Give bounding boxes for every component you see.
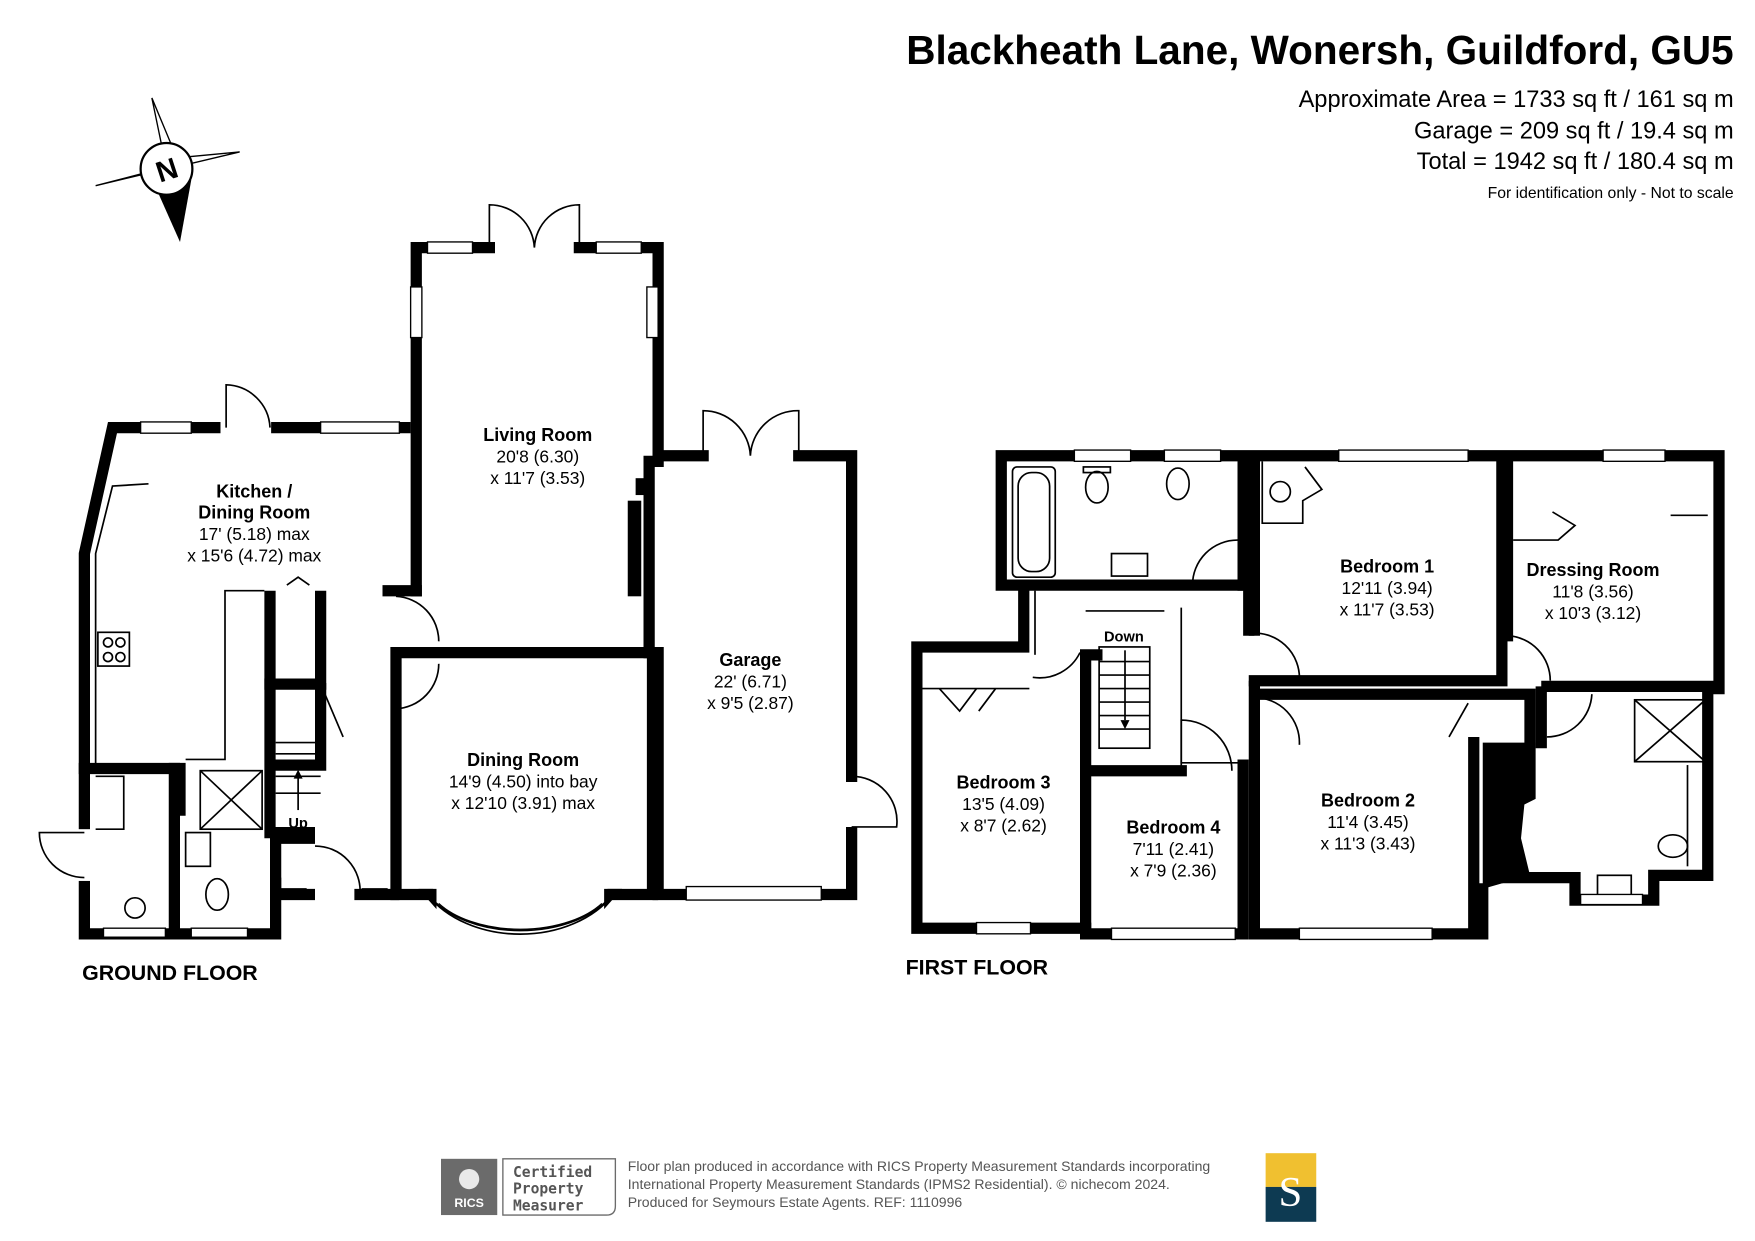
svg-text:Bedroom 3: Bedroom 3 — [956, 773, 1050, 793]
approx-area: Approximate Area = 1733 sq ft / 161 sq m — [1299, 87, 1734, 113]
svg-text:11'8 (3.56): 11'8 (3.56) — [1552, 581, 1633, 601]
svg-text:14'9 (4.50) into bay: 14'9 (4.50) into bay — [449, 772, 598, 792]
svg-text:x 8'7 (2.62): x 8'7 (2.62) — [960, 815, 1047, 835]
svg-text:Dressing Room: Dressing Room — [1526, 560, 1659, 580]
svg-text:S: S — [1278, 1169, 1302, 1216]
svg-text:12'11 (3.94): 12'11 (3.94) — [1342, 578, 1433, 598]
stairs-up-label: Up — [288, 816, 308, 832]
garage-area: Garage = 209 sq ft / 19.4 sq m — [1414, 118, 1734, 144]
svg-text:Bedroom 4: Bedroom 4 — [1126, 818, 1220, 838]
total-area: Total = 1942 sq ft / 180.4 sq m — [1417, 149, 1734, 175]
svg-text:13'5 (4.09): 13'5 (4.09) — [962, 794, 1045, 814]
property-title: Blackheath Lane, Wonersh, Guildford, GU5 — [906, 27, 1733, 73]
ground-floor-plan: Up — [33, 203, 898, 940]
svg-text:Bedroom 2: Bedroom 2 — [1321, 791, 1415, 811]
svg-text:x 10'3 (3.12): x 10'3 (3.12) — [1545, 603, 1641, 623]
first-floor-label: FIRST FLOOR — [906, 955, 1048, 979]
svg-text:17' (5.18) max: 17' (5.18) max — [199, 524, 310, 544]
svg-text:7'11 (2.41): 7'11 (2.41) — [1133, 839, 1214, 859]
svg-text:Bedroom 1: Bedroom 1 — [1340, 557, 1434, 577]
first-floor-plan: Down — [911, 449, 1725, 941]
compass-icon: N — [95, 97, 240, 242]
room-bedroom-4: Bedroom 4 7'11 (2.41) x 7'9 (2.36) — [1126, 818, 1220, 881]
footer-line-1: Floor plan produced in accordance with R… — [628, 1158, 1210, 1174]
footer-line-3: Produced for Seymours Estate Agents. REF… — [628, 1194, 963, 1210]
room-dressing-room: Dressing Room 11'8 (3.56) x 10'3 (3.12) — [1526, 560, 1659, 623]
svg-text:x 7'9 (2.36): x 7'9 (2.36) — [1130, 860, 1217, 880]
svg-text:x 11'3 (3.43): x 11'3 (3.43) — [1320, 833, 1415, 853]
svg-text:Kitchen /: Kitchen / — [216, 481, 292, 501]
svg-text:Garage: Garage — [719, 650, 781, 670]
room-kitchen-dining: Kitchen / Dining Room 17' (5.18) max x 1… — [187, 481, 321, 565]
svg-text:Measurer: Measurer — [513, 1198, 584, 1215]
room-bedroom-1: Bedroom 1 12'11 (3.94) x 11'7 (3.53) — [1340, 557, 1435, 620]
svg-text:Property: Property — [513, 1181, 584, 1198]
svg-text:Certified: Certified — [513, 1164, 592, 1181]
stairs-down-label: Down — [1104, 629, 1144, 645]
room-bedroom-3: Bedroom 3 13'5 (4.09) x 8'7 (2.62) — [956, 773, 1050, 836]
disclaimer: For identification only - Not to scale — [1488, 185, 1734, 202]
svg-text:x 11'7 (3.53): x 11'7 (3.53) — [1340, 599, 1435, 619]
svg-text:RICS: RICS — [454, 1196, 484, 1210]
rics-logo: RICS — [441, 1158, 498, 1216]
svg-text:x 12'10 (3.91) max: x 12'10 (3.91) max — [451, 793, 595, 813]
first-floor-stairs: Down — [1085, 610, 1165, 750]
svg-text:Dining Room: Dining Room — [198, 503, 310, 523]
svg-text:Dining Room: Dining Room — [467, 750, 579, 770]
svg-text:11'4 (3.45): 11'4 (3.45) — [1327, 812, 1408, 832]
svg-text:x 11'7 (3.53): x 11'7 (3.53) — [490, 468, 585, 488]
room-garage: Garage 22' (6.71) x 9'5 (2.87) — [707, 650, 794, 713]
svg-text:22' (6.71): 22' (6.71) — [714, 671, 787, 691]
room-living-room: Living Room 20'8 (6.30) x 11'7 (3.53) — [483, 425, 592, 488]
svg-text:x 9'5 (2.87): x 9'5 (2.87) — [707, 693, 794, 713]
certified-measurer-badge: Certified Property Measurer — [502, 1158, 617, 1216]
ground-floor-label: GROUND FLOOR — [82, 961, 258, 985]
seymours-logo: S — [1265, 1153, 1317, 1222]
room-dining-room: Dining Room 14'9 (4.50) into bay x 12'10… — [449, 750, 598, 813]
ground-stairs: Up — [275, 741, 321, 832]
room-bedroom-2: Bedroom 2 11'4 (3.45) x 11'3 (3.43) — [1320, 791, 1415, 854]
svg-text:Living Room: Living Room — [483, 425, 592, 445]
footer-line-2: International Property Measurement Stand… — [628, 1176, 1170, 1192]
svg-text:x 15'6 (4.72) max: x 15'6 (4.72) max — [187, 545, 321, 565]
svg-text:20'8 (6.30): 20'8 (6.30) — [496, 446, 579, 466]
